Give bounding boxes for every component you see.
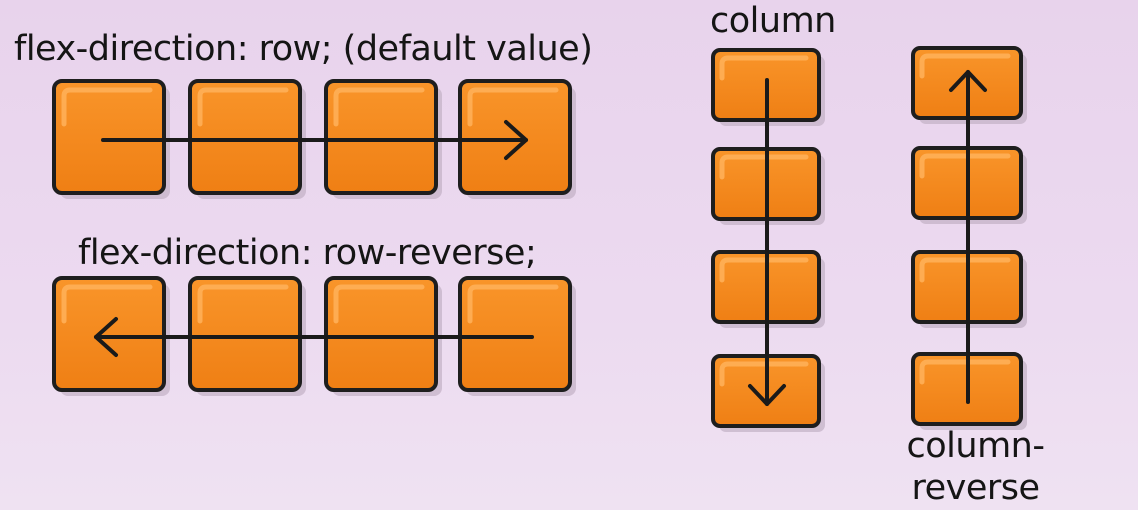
- column-reverse-diagram-title: column-reverse: [906, 426, 1045, 508]
- flex-item: [188, 276, 306, 396]
- flex-item: [324, 276, 442, 396]
- column-diagram-title: column: [710, 1, 836, 41]
- row-diagram-title: flex-direction: row; (default value): [14, 29, 593, 69]
- arrow-left-icon: [94, 317, 534, 357]
- row-diagram: [52, 79, 576, 199]
- column-diagram: [711, 48, 825, 432]
- flex-item: [188, 79, 306, 199]
- arrow-right-icon: [101, 120, 528, 160]
- arrow-down-icon: [748, 78, 786, 406]
- flex-item: [324, 79, 442, 199]
- arrow-up-icon: [949, 70, 987, 404]
- flex-item: [52, 276, 170, 396]
- flex-item: [911, 352, 1027, 430]
- flex-item: [458, 276, 576, 396]
- column-reverse-diagram: [911, 46, 1027, 430]
- flex-item: [52, 79, 170, 199]
- row-reverse-diagram: [52, 276, 576, 396]
- row-reverse-diagram-title: flex-direction: row-reverse;: [78, 233, 537, 273]
